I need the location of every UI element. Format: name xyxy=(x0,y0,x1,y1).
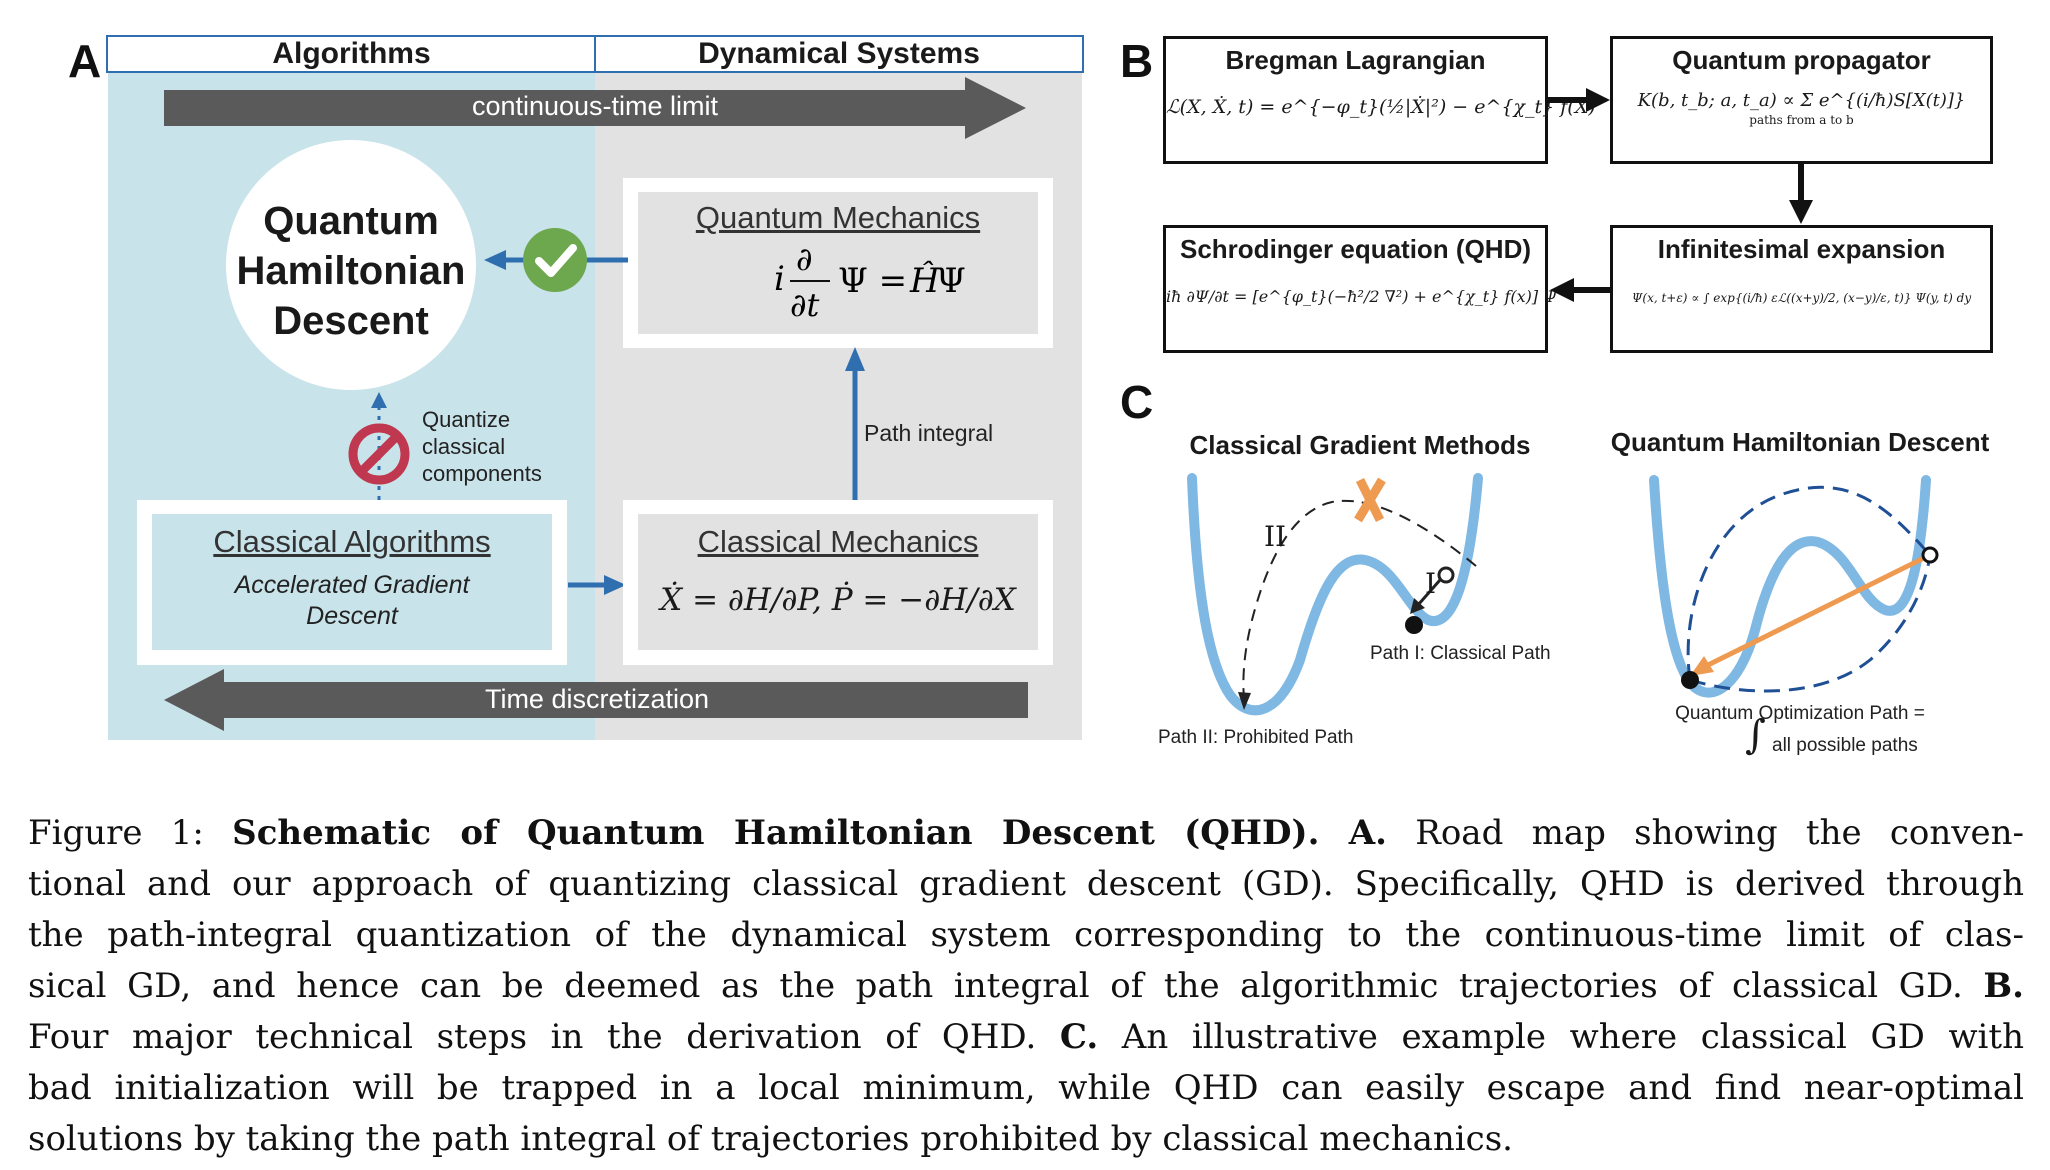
qhd-panel-c-title: Quantum Hamiltonian Descent xyxy=(1610,427,1990,457)
infinitesimal-expansion-equation: Ψ(x, t+ε) ∝ ∫ exp{(i/ħ) εℒ((x+y)/2, (x−y… xyxy=(1631,291,1972,305)
figure-caption: Figure 1: Schematic of Quantum Hamiltoni… xyxy=(28,808,2024,1165)
classical-algorithms-box: Classical Algorithms Accelerated Gradien… xyxy=(152,514,552,650)
svg-text:Ψ =: Ψ = xyxy=(838,261,907,301)
svg-text:∂t: ∂t xyxy=(790,286,820,324)
svg-text:Ĥ: Ĥ xyxy=(909,260,941,301)
quantum-mechanics-title: Quantum Mechanics xyxy=(695,200,981,235)
forbid-icon xyxy=(347,422,411,486)
ca-to-cm-arrow xyxy=(568,575,626,595)
classical-mechanics-box: Classical Mechanics Ẋ = ∂H/∂P, Ṗ = −∂H/∂… xyxy=(638,514,1038,650)
check-icon xyxy=(523,228,587,292)
mark-I: I xyxy=(1425,567,1437,600)
qhd-potential-plot xyxy=(1649,475,1939,698)
quantum-propagator-box: Quantum propagator K(b, t_b; a, t_a) ∝ Σ… xyxy=(1610,36,1993,164)
classical-mechanics-title: Classical Mechanics xyxy=(697,524,979,559)
quantum-propagator-equation: K(b, t_b; a, t_a) ∝ Σ e^{(i/ħ)S[X(t)]} xyxy=(1637,90,1966,111)
mark-II: II xyxy=(1264,520,1287,553)
caption-line-7: solutions by taking the path integral of… xyxy=(28,1119,1513,1159)
b-arrow-down xyxy=(1789,164,1813,224)
integral-sign: ∫ xyxy=(1745,712,1766,758)
quantum-mechanics-box: Quantum Mechanics i ∂ ∂t Ψ = Ĥ Ψ xyxy=(638,192,1038,334)
quantize-line-1: Quantize xyxy=(422,407,511,432)
panel-a-letter: A xyxy=(68,35,102,87)
quantum-path-line-2: all possible paths xyxy=(1772,735,1918,756)
header-algorithms: Algorithms xyxy=(106,35,597,73)
qhd-circle xyxy=(226,140,476,390)
infinitesimal-expansion-title: Infinitesimal expansion xyxy=(1657,234,1946,264)
header-dynamical-systems: Dynamical Systems xyxy=(594,35,1084,73)
path-ii-label: Path II: Prohibited Path xyxy=(1158,727,1354,748)
quantize-dotted-arrow xyxy=(371,392,387,500)
schrodinger-equation: i ∂ ∂t Ψ = Ĥ Ψ xyxy=(774,240,966,324)
path-integral-label: Path integral xyxy=(864,420,994,446)
panel-b-letter: B xyxy=(1120,35,1154,87)
qhd-line-2: Hamiltonian xyxy=(236,249,466,293)
panel-c-letter: C xyxy=(1120,376,1154,428)
schrodinger-qhd-equation: iħ ∂Ψ/∂t = [e^{φ_t}(−ħ²/2 ∇²) + e^{χ_t} … xyxy=(1166,287,1558,306)
time-discretization-arrow xyxy=(164,669,1028,731)
bregman-lagrangian-box: Bregman Lagrangian ℒ(X, Ẋ, t) = e^{−φ_t}… xyxy=(1163,36,1596,164)
quantum-path-line-1: Quantum Optimization Path = xyxy=(1675,703,1925,724)
hamilton-equations: Ẋ = ∂H/∂P, Ṗ = −∂H/∂X xyxy=(660,582,1016,618)
continuous-time-arrow xyxy=(164,77,1026,139)
bregman-lagrangian-equation: ℒ(X, Ẋ, t) = e^{−φ_t}(½|Ẋ|²) − e^{χ_t} f… xyxy=(1166,96,1596,118)
ca-sub-line-2: Descent xyxy=(306,602,398,630)
path-integral-arrow xyxy=(845,347,865,503)
qhd-circle-text: Quantum Hamiltonian Descent xyxy=(226,196,476,346)
schrodinger-qhd-box: Schrodinger equation (QHD) iħ ∂Ψ/∂t = [e… xyxy=(1163,225,1558,353)
b-arrow-left xyxy=(1550,278,1612,302)
quantum-path-label: Quantum Optimization Path = xyxy=(1675,703,1940,725)
qhd-line-1: Quantum xyxy=(263,199,439,243)
classical-algorithms-title: Classical Algorithms xyxy=(213,524,491,559)
schrodinger-qhd-title: Schrodinger equation (QHD) xyxy=(1180,234,1531,264)
quantize-line-2: classical xyxy=(422,434,506,459)
classical-potential-plot xyxy=(1187,473,1483,716)
b-arrow-right xyxy=(1548,88,1610,112)
quantum-propagator-title: Quantum propagator xyxy=(1672,45,1931,75)
infinitesimal-expansion-box: Infinitesimal expansion Ψ(x, t+ε) ∝ ∫ ex… xyxy=(1610,225,1993,353)
caption-line-5: Four major technical steps in the deriva… xyxy=(28,1017,2024,1057)
quantize-label: Quantize classical components xyxy=(422,406,542,487)
svg-text:Ψ: Ψ xyxy=(936,261,966,301)
continuous-time-label: continuous-time limit xyxy=(471,91,719,121)
time-discretization-label: Time discretization xyxy=(484,684,710,714)
ca-sub-line-1: Accelerated Gradient xyxy=(234,571,470,599)
svg-text:∂: ∂ xyxy=(796,240,813,278)
caption-line-2: tional and our approach of quantizing cl… xyxy=(28,864,2024,904)
quantum-propagator-subscript: paths from a to b xyxy=(1749,113,1854,127)
quantize-line-3: components xyxy=(422,461,542,486)
classical-gradient-title: Classical Gradient Methods xyxy=(1189,430,1531,460)
bregman-lagrangian-title: Bregman Lagrangian xyxy=(1225,45,1486,75)
qhd-line-3: Descent xyxy=(273,299,429,343)
caption-line-1: Figure 1: Schematic of Quantum Hamiltoni… xyxy=(28,813,2024,853)
path-i-label: Path I: Classical Path xyxy=(1370,643,1551,664)
caption-line-4: sical GD, and hence can be deemed as the… xyxy=(28,966,2024,1006)
caption-line-3: the path-integral quantization of the dy… xyxy=(28,915,2024,955)
svg-text:i: i xyxy=(774,259,785,299)
caption-line-6: bad initialization will be trapped in a … xyxy=(28,1068,2024,1108)
classical-algorithms-subtitle: Accelerated Gradient Descent xyxy=(152,570,552,632)
